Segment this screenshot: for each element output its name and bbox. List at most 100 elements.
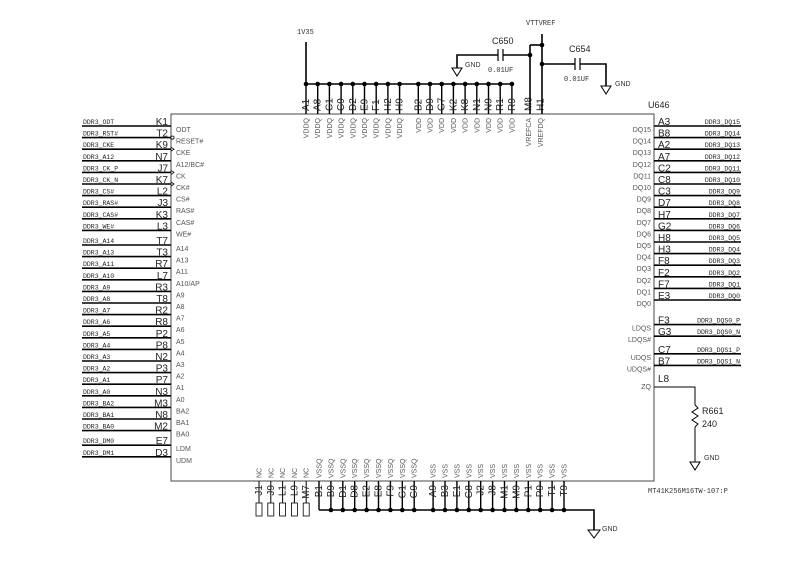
capacitor-c650[interactable]: C650 0.01UF GND xyxy=(451,36,530,77)
chip-body[interactable] xyxy=(170,113,655,482)
bottom-gnd-net[interactable]: GND xyxy=(571,509,618,539)
resistor-r661[interactable]: R661 240 GND xyxy=(654,386,724,471)
capacitor-c654[interactable]: C654 0.01UF GND xyxy=(542,44,631,95)
vddq-power-net[interactable]: 1V35 xyxy=(297,29,314,84)
vref-power-net[interactable]: VTTVREF xyxy=(526,20,555,114)
